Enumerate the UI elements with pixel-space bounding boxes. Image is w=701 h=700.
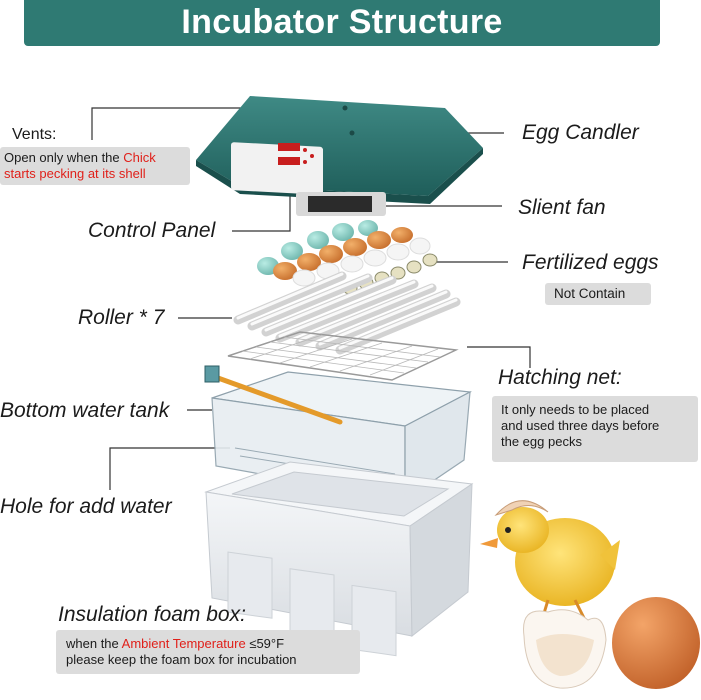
hatching-note-line2: and used three days before xyxy=(501,418,660,433)
thermometer-probe xyxy=(215,375,343,425)
hatching-note-line1: It only needs to be placed xyxy=(501,402,650,417)
hatching-note-line3: the egg pecks xyxy=(501,434,582,449)
silent-fan-label: Slient fan xyxy=(518,196,606,219)
leader-lines xyxy=(91,107,531,490)
foam-box xyxy=(204,461,474,657)
insulation-note-suffix: ≤59°F xyxy=(245,636,285,651)
insulation-label: Insulation foam box: xyxy=(58,603,246,626)
fan-unit xyxy=(296,192,386,216)
page-title: Incubator Structure xyxy=(181,3,503,41)
egg-candler-label: Egg Candler xyxy=(522,121,639,144)
title-banner: Incubator Structure xyxy=(24,0,660,46)
water-hole-label: Hole for add water xyxy=(0,495,172,518)
insulation-note-highlight: Ambient Temperature xyxy=(121,636,246,651)
vents-note-highlight: Chick xyxy=(123,150,156,165)
vents-note-line2: starts pecking at its shell xyxy=(4,166,146,181)
hatching-net-note: It only needs to be placed and used thre… xyxy=(492,396,698,462)
vents-label: Vents: xyxy=(12,126,57,143)
insulation-note-prefix: when the xyxy=(66,636,122,651)
roller-label: Roller * 7 xyxy=(78,306,165,329)
incubator-lid xyxy=(196,96,483,204)
control-panel-leader-line xyxy=(232,180,291,232)
egg-shell-and-egg xyxy=(523,597,700,689)
egg-candler-hole xyxy=(349,130,355,136)
insulation-note: when the Ambient Temperature ≤59°F pleas… xyxy=(56,630,360,674)
hatching-net xyxy=(227,331,459,381)
bottom-water-tank-label: Bottom water tank xyxy=(0,399,170,422)
vents-note: Open only when the Chick starts pecking … xyxy=(0,147,190,185)
control-panel-display xyxy=(231,142,323,195)
vent-hole xyxy=(342,105,348,111)
fertilized-eggs-label: Fertilized eggs xyxy=(522,251,659,274)
insulation-note-line2: please keep the foam box for incubation xyxy=(66,652,297,667)
hatching-net-label: Hatching net: xyxy=(498,366,622,389)
probe-sensor xyxy=(204,365,220,383)
water-hole-leader-line xyxy=(109,447,230,490)
eggs-group xyxy=(257,220,438,295)
not-contain-badge: Not Contain xyxy=(545,283,651,305)
control-panel-label: Control Panel xyxy=(88,219,216,242)
chick-image xyxy=(480,500,620,621)
vents-note-prefix: Open only when the xyxy=(4,150,124,165)
hatching-net-leader-line xyxy=(467,346,531,368)
